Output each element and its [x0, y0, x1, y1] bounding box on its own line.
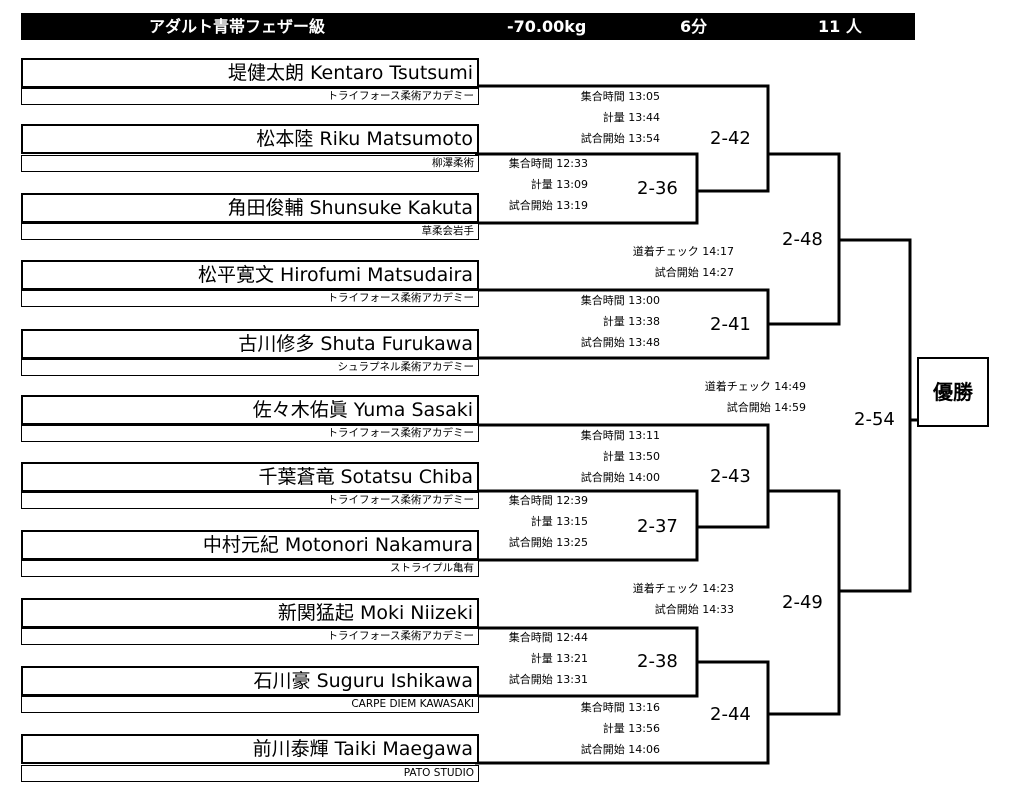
match-label-2-54: 2-54: [854, 409, 895, 430]
player-name-1: 堤健太朗 Kentaro Tsutsumi: [21, 58, 479, 88]
division-name: アダルト青帯フェザー級: [149, 17, 326, 36]
bracket-line-2-44: [475, 660, 770, 765]
match-label-2-43: 2-43: [710, 466, 751, 487]
player-team-4: トライフォース柔術アカデミー: [21, 290, 479, 307]
player-team-5: シュラプネル柔術アカデミー: [21, 359, 479, 376]
match-label-2-49: 2-49: [782, 592, 823, 613]
player-name-3: 角田俊輔 Shunsuke Kakuta: [21, 193, 479, 223]
match-label-2-36: 2-36: [637, 178, 678, 199]
player-team-3: 草柔会岩手: [21, 223, 479, 240]
champion-box: 優勝: [917, 357, 989, 427]
match-label-2-41: 2-41: [710, 314, 751, 335]
player-team-2: 柳澤柔術: [21, 155, 479, 172]
player-name-6: 佐々木佑眞 Yuma Sasaki: [21, 395, 479, 425]
match-label-2-38: 2-38: [637, 651, 678, 672]
match-label-2-42: 2-42: [710, 128, 751, 149]
bracket-line-2-36: [475, 152, 699, 225]
player-team-10: CARPE DIEM KAWASAKI: [21, 696, 479, 713]
player-team-6: トライフォース柔術アカデミー: [21, 425, 479, 442]
match-label-2-44: 2-44: [710, 704, 751, 725]
match-time: 6分: [680, 17, 708, 36]
player-team-7: トライフォース柔術アカデミー: [21, 492, 479, 509]
competitor-count: 11 人: [818, 17, 862, 36]
player-team-1: トライフォース柔術アカデミー: [21, 88, 479, 105]
match-label-2-37: 2-37: [637, 516, 678, 537]
player-name-5: 古川修多 Shuta Furukawa: [21, 329, 479, 359]
player-name-11: 前川泰輝 Taiki Maegawa: [21, 734, 479, 764]
player-name-10: 石川豪 Suguru Ishikawa: [21, 666, 479, 696]
player-name-4: 松平寛文 Hirofumi Matsudaira: [21, 260, 479, 290]
player-team-11: PATO STUDIO: [21, 765, 479, 782]
player-team-9: トライフォース柔術アカデミー: [21, 628, 479, 645]
player-name-9: 新関猛起 Moki Niizeki: [21, 598, 479, 628]
bracket-line-2-42: [475, 84, 770, 193]
bracket-line-2-43: [475, 423, 770, 529]
division-header: アダルト青帯フェザー級 -70.00kg 6分 11 人: [21, 13, 915, 40]
player-name-8: 中村元紀 Motonori Nakamura: [21, 530, 479, 560]
player-team-8: ストライプル亀有: [21, 560, 479, 577]
bracket-line-2-41: [475, 288, 770, 360]
player-name-7: 千葉蒼竜 Sotatsu Chiba: [21, 462, 479, 492]
bracket-line-2-49: [768, 489, 841, 716]
bracket-line-2-54: [839, 238, 912, 593]
match-label-2-48: 2-48: [782, 229, 823, 250]
bracket-line-2-37: [475, 489, 699, 562]
player-name-2: 松本陸 Riku Matsumoto: [21, 124, 479, 154]
weight-limit: -70.00kg: [507, 17, 587, 36]
